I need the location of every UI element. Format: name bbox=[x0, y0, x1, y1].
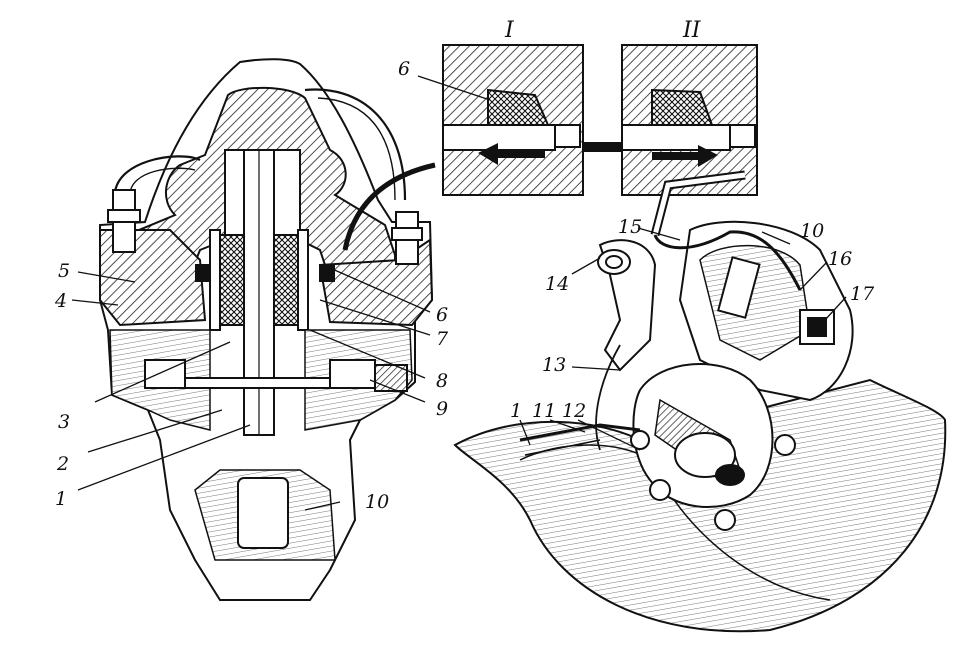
callout-6-inset: 6 bbox=[398, 58, 411, 80]
callout-2: 2 bbox=[57, 453, 70, 475]
inset-II-title: II bbox=[683, 18, 701, 43]
yoke-upper bbox=[113, 86, 396, 282]
inset-II bbox=[621, 44, 758, 237]
callout-17: 17 bbox=[850, 283, 875, 305]
callout-8: 8 bbox=[436, 370, 449, 392]
callout-13: 13 bbox=[542, 354, 567, 376]
brake-hose bbox=[113, 155, 201, 201]
callout-11: 11 bbox=[532, 400, 557, 422]
inner-pad-left bbox=[219, 234, 245, 326]
callout-6-caliper: 6 bbox=[436, 304, 449, 326]
feed-line bbox=[342, 162, 436, 251]
callout-16: 16 bbox=[828, 248, 853, 270]
callout-12: 12 bbox=[562, 400, 587, 422]
arrow-left-icon bbox=[478, 143, 545, 165]
callout-9: 9 bbox=[436, 398, 449, 420]
callout-7: 7 bbox=[436, 328, 449, 350]
inner-pad-right bbox=[273, 234, 299, 326]
callout-15: 15 bbox=[618, 216, 643, 238]
inset-I bbox=[442, 44, 584, 196]
callout-10-left: 10 bbox=[365, 491, 390, 513]
callout-1-right: 1 bbox=[510, 400, 523, 422]
callout-1-left: 1 bbox=[55, 488, 68, 510]
left-piston-housing bbox=[99, 229, 207, 327]
callout-4: 4 bbox=[55, 290, 68, 312]
callout-10-right: 10 bbox=[800, 220, 825, 242]
connector-bar bbox=[583, 142, 623, 152]
inset-I-title: I bbox=[505, 18, 514, 43]
callout-5: 5 bbox=[58, 260, 71, 282]
caliper-section-view bbox=[99, 58, 436, 601]
leader-lines bbox=[71, 75, 847, 511]
arrow-right-icon bbox=[652, 145, 718, 167]
callout-14: 14 bbox=[545, 273, 570, 295]
hub-assembly-view bbox=[453, 220, 947, 633]
callout-3: 3 bbox=[58, 411, 71, 433]
